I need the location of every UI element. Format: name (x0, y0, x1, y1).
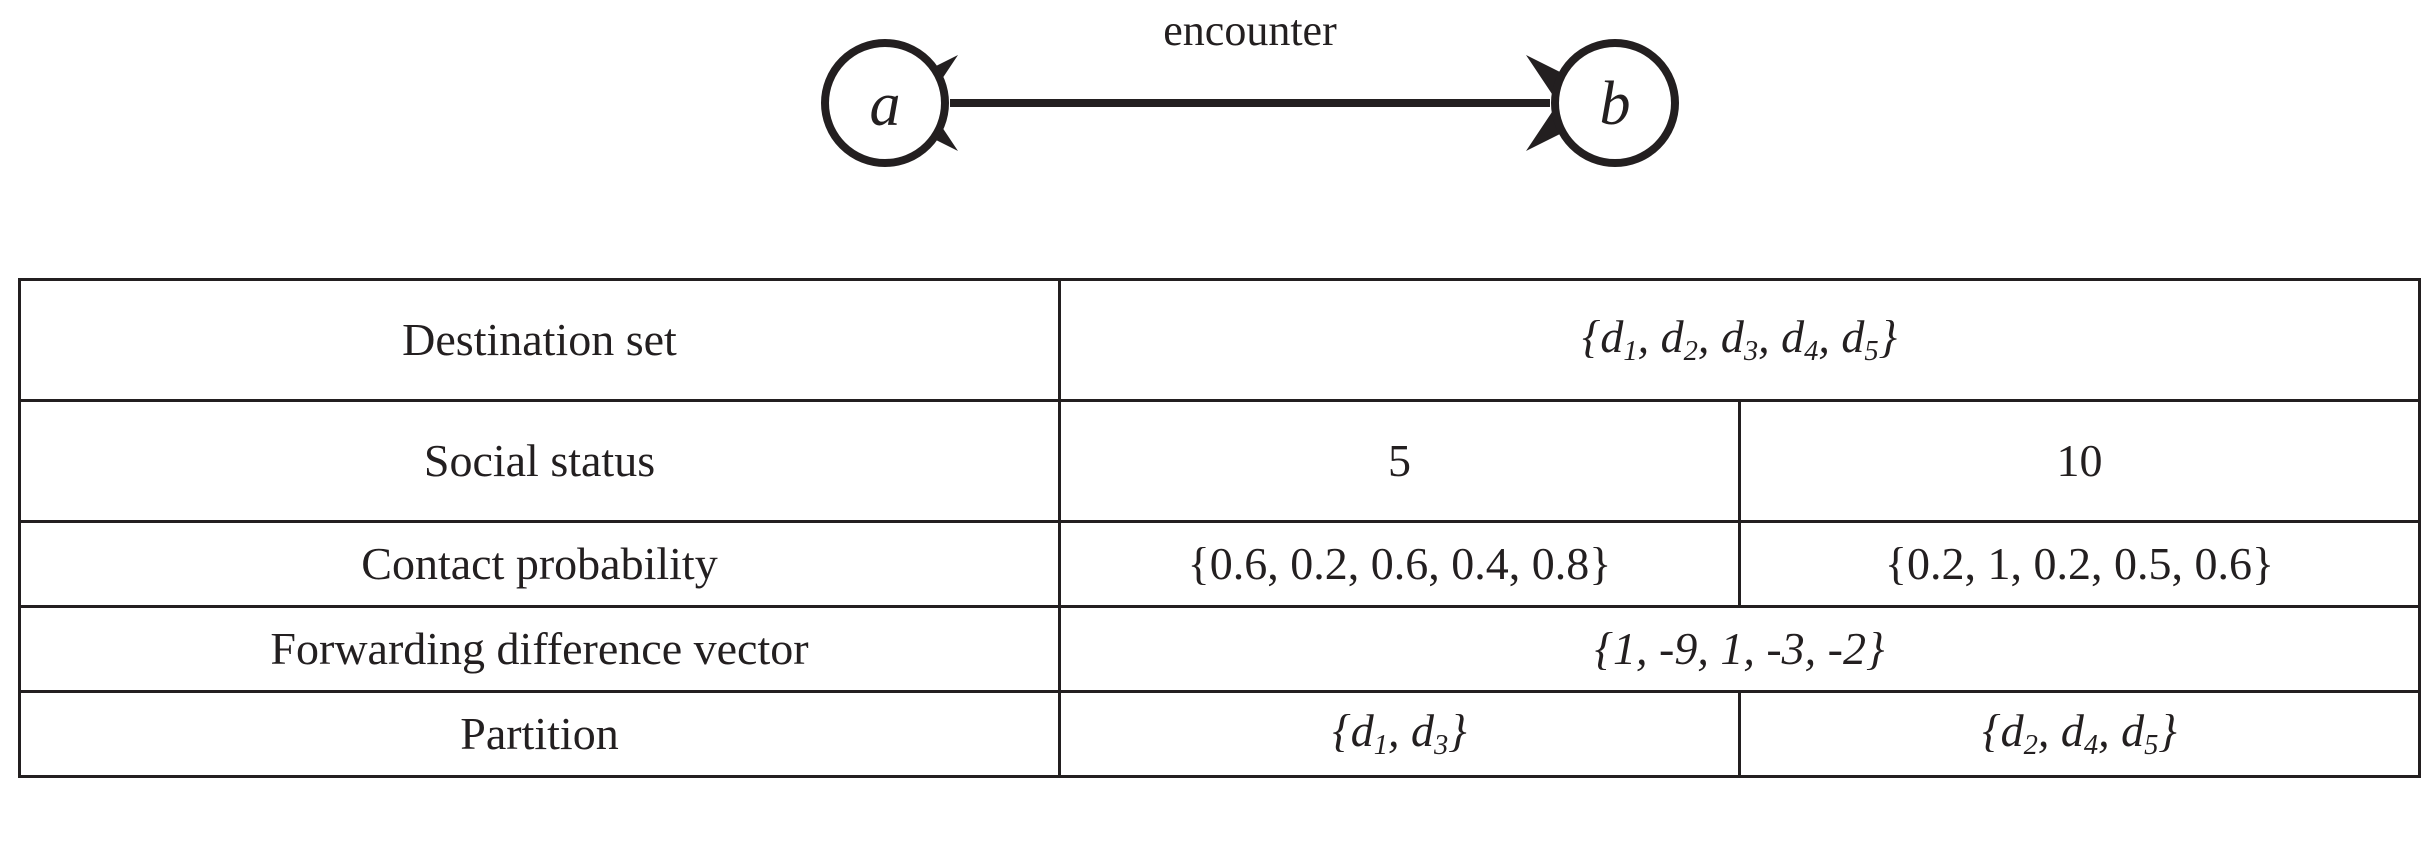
cell-forwarding-difference-vector-value: {1, -9, 1, -3, -2} (1057, 605, 2422, 693)
graph-canvas: a b encounter (821, 6, 1679, 167)
node-b-circle (1551, 39, 1679, 167)
cell-social-status-a: 5 (1058, 399, 1741, 523)
node-b-label: b (1600, 70, 1631, 138)
node-attribute-table: Destination set {d1, d2, d3, d4, d5} Soc… (18, 278, 2422, 778)
encounter-graph: a b encounter (0, 0, 2434, 170)
row-label-destination-set: Destination set (18, 278, 1061, 402)
table-row: Forwarding difference vector {1, -9, 1, … (18, 605, 2422, 693)
row-label-contact-probability: Contact probability (18, 520, 1061, 608)
node-a-circle (821, 39, 949, 167)
table-row: Partition {d1, d3} {d2, d4, d5} (18, 690, 2422, 778)
cell-contact-probability-a: {0.6, 0.2, 0.6, 0.4, 0.8} (1058, 520, 1741, 608)
table-row: Social status 5 10 (18, 399, 2422, 523)
row-label-partition: Partition (18, 690, 1061, 778)
cell-social-status-b: 10 (1737, 399, 2422, 523)
cell-destination-set-value: {d1, d2, d3, d4, d5} (1057, 278, 2422, 402)
table-row: Contact probability {0.6, 0.2, 0.6, 0.4,… (18, 520, 2422, 608)
table-row: Destination set {d1, d2, d3, d4, d5} (18, 278, 2422, 402)
row-label-social-status: Social status (18, 399, 1061, 523)
cell-partition-b: {d2, d4, d5} (1737, 690, 2422, 778)
cell-contact-probability-b: {0.2, 1, 0.2, 0.5, 0.6} (1737, 520, 2422, 608)
node-a-label: a (870, 71, 901, 139)
cell-partition-a: {d1, d3} (1058, 690, 1741, 778)
row-label-forwarding-difference-vector: Forwarding difference vector (18, 605, 1061, 693)
encounter-edge-label: encounter (1163, 6, 1337, 55)
